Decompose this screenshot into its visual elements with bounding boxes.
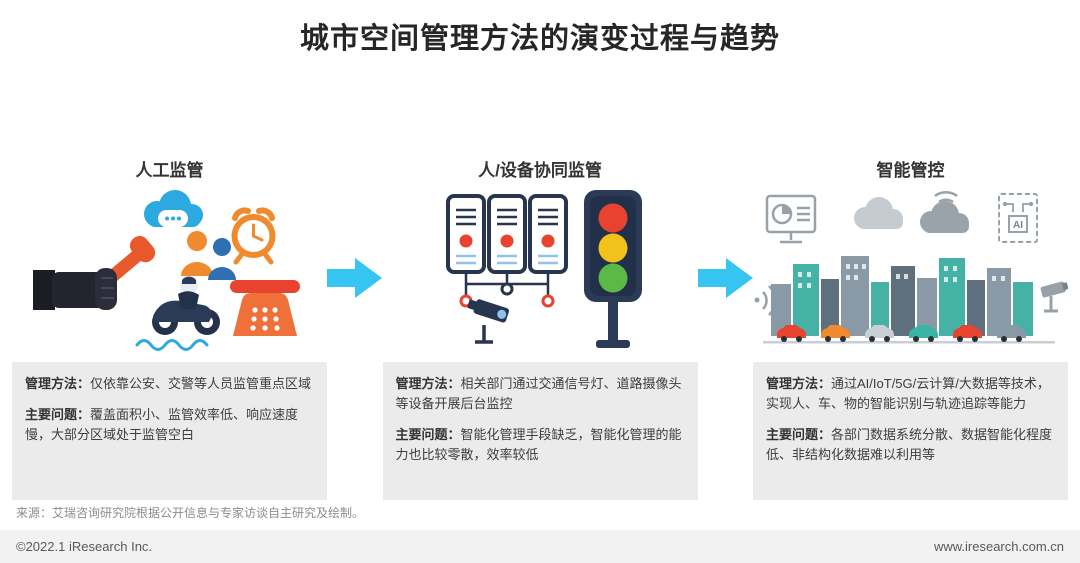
arrow-cell-2 — [697, 156, 754, 300]
stage-illustration-collaboration — [383, 180, 698, 362]
road-camera-icon — [467, 298, 509, 344]
intelligent-control-illustration: AI — [754, 190, 1068, 343]
telephone-icon — [230, 279, 300, 336]
method-paragraph: 管理方法：相关部门通过交通信号灯、道路摄像头等设备开展后台监控 — [396, 374, 685, 414]
alarm-clock-icon — [231, 206, 276, 264]
cloud-chat-icon — [144, 189, 203, 235]
ai-label: AI — [1013, 220, 1023, 231]
stages-row: 人工监管 — [12, 156, 1068, 500]
info-box-intelligent: 管理方法：通过AI/IoT/5G/云计算/大数据等技术，实现人、车、物的智能识别… — [753, 362, 1068, 500]
problem-paragraph: 主要问题：智能化管理手段缺乏，智能化管理的能力也比较零散，效率较低 — [396, 425, 685, 465]
problem-paragraph: 主要问题：覆盖面积小、监管效率低、响应速度慢，大部分区域处于监管空白 — [25, 405, 314, 445]
arrow-right-icon — [697, 258, 753, 298]
arrow-cell-1 — [327, 156, 383, 300]
method-text: 仅依靠公安、交警等人员监管重点区域 — [90, 376, 312, 391]
ai-document-icon: AI — [998, 192, 1038, 243]
stage-illustration-manual — [12, 180, 327, 362]
footer-bar: ©2022.1 iResearch Inc. www.iresearch.com… — [0, 530, 1080, 563]
problem-text: 智能化管理手段缺乏，智能化管理的能力也比较零散，效率较低 — [395, 427, 682, 463]
manual-supervision-illustration — [33, 189, 300, 351]
network-node — [500, 282, 513, 295]
security-camera-icon — [1040, 281, 1068, 312]
method-paragraph: 管理方法：仅依靠公安、交警等人员监管重点区域 — [25, 374, 314, 394]
stage-manual-supervision: 人工监管 — [12, 156, 327, 500]
method-paragraph: 管理方法：通过AI/IoT/5G/云计算/大数据等技术，实现人、车、物的智能识别… — [766, 374, 1055, 414]
traffic-light-icon — [583, 189, 642, 348]
method-text: 通过AI/IoT/5G/云计算/大数据等技术，实现人、车、物的智能识别与轨迹追踪… — [766, 376, 1050, 412]
info-box-manual: 管理方法：仅依靠公安、交警等人员监管重点区域 主要问题：覆盖面积小、监管效率低、… — [12, 362, 327, 500]
page-title: 城市空间管理方法的演变过程与趋势 — [299, 23, 780, 55]
cloud-icon — [854, 196, 903, 229]
road — [763, 340, 1055, 343]
stage-intelligent-control: 智能管控 — [753, 156, 1068, 500]
info-box-collaboration: 管理方法：相关部门通过交通信号灯、道路摄像头等设备开展后台监控 主要问题：智能化… — [382, 362, 698, 500]
footer-website: www.iresearch.com.cn — [933, 539, 1064, 554]
problem-label: 主要问题： — [766, 427, 832, 443]
stage-title-manual: 人工监管 — [135, 161, 204, 180]
problem-text: 覆盖面积小、监管效率低、响应速度慢，大部分区域处于监管空白 — [25, 407, 299, 443]
traffic-cars — [777, 324, 1026, 342]
source-note: 来源：艾瑞咨询研究院根据公开信息与专家访谈自主研究及绘制。 — [16, 506, 365, 520]
problem-label: 主要问题： — [395, 427, 461, 443]
city-skyline — [771, 255, 1033, 336]
hand-handset-icon — [33, 235, 156, 310]
police-motorcycle-icon — [152, 275, 220, 335]
problem-text: 各部门数据系统分散、数据智能化程度低、非结构化数据难以利用等 — [766, 427, 1053, 463]
arrow-right-icon — [327, 258, 383, 298]
stage-title-collaboration: 人/设备协同监管 — [478, 161, 602, 180]
cloud-signal-icon — [920, 190, 969, 233]
problem-label: 主要问题： — [25, 407, 91, 423]
method-label: 管理方法： — [25, 376, 91, 391]
stage-device-collaboration: 人/设备协同监管 — [382, 156, 698, 500]
problem-paragraph: 主要问题：各部门数据系统分散、数据智能化程度低、非结构化数据难以利用等 — [766, 425, 1055, 465]
monitor-chart-icon — [765, 194, 817, 243]
phone-cord — [135, 338, 209, 351]
people-icon — [181, 230, 236, 280]
network-node — [541, 294, 554, 307]
collaboration-illustration — [445, 189, 642, 348]
method-label: 管理方法： — [395, 376, 461, 391]
footer-copyright: ©2022.1 iResearch Inc. — [16, 539, 153, 554]
method-text: 相关部门通过交通信号灯、道路摄像头等设备开展后台监控 — [395, 376, 682, 412]
stage-illustration-intelligent: AI — [753, 180, 1068, 362]
method-label: 管理方法： — [766, 376, 832, 391]
stage-title-intelligent: 智能管控 — [876, 161, 945, 180]
server-rack-icon — [445, 193, 568, 274]
